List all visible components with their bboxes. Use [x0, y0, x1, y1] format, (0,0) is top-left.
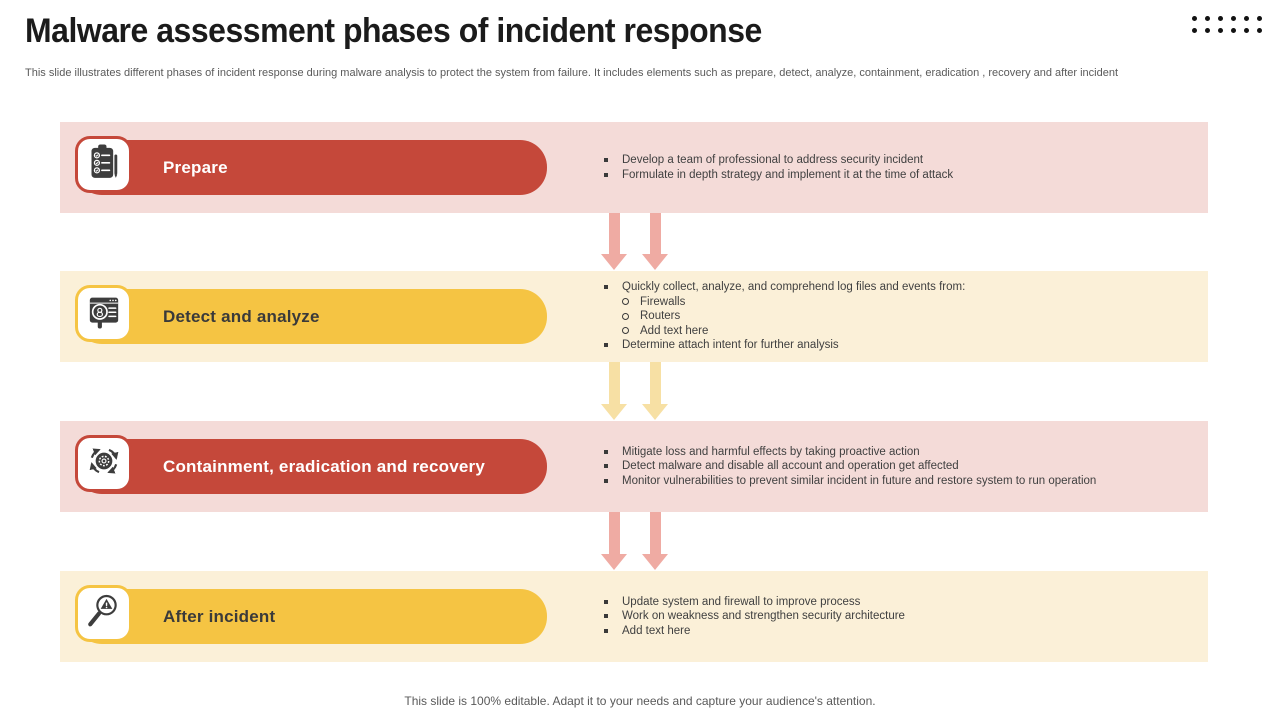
gear-cycle-icon [84, 441, 124, 486]
list-item: Mitigate loss and harmful effects by tak… [604, 445, 1204, 460]
phase-label: Prepare [163, 157, 228, 177]
square-bullet-icon [604, 285, 608, 290]
circle-bullet-icon [622, 312, 629, 320]
phase-pill-detect-analyze: Detect and analyze [75, 289, 547, 344]
square-bullet-icon [604, 343, 608, 348]
list-item: Monitor vulnerabilities to prevent simil… [604, 474, 1204, 489]
phase-row-prepare: Prepare Develop a team of professional t… [60, 122, 1208, 213]
browser-search-icon [84, 291, 124, 336]
sub-list-item: Firewalls [622, 295, 1204, 310]
down-arrow-icon [601, 213, 627, 270]
down-arrow-icon [601, 362, 627, 420]
square-bullet-icon [604, 614, 608, 619]
phase-icon-tile [75, 585, 132, 642]
phase-bullets: Update system and firewall to improve pr… [604, 571, 1204, 662]
page-title: Malware assessment phases of incident re… [25, 12, 762, 50]
square-bullet-icon [604, 172, 608, 177]
list-item: Formulate in depth strategy and implemen… [604, 168, 1204, 183]
slide-subtitle: This slide illustrates different phases … [25, 67, 1119, 79]
phase-bullets: Quickly collect, analyze, and comprehend… [604, 271, 1204, 362]
list-item: Update system and firewall to improve pr… [604, 595, 1204, 610]
phase-label: After incident [163, 606, 276, 626]
phase-row-detect-analyze: Detect and analyze Quickly collect, anal… [60, 271, 1208, 362]
clipboard-checklist-icon [84, 142, 124, 187]
down-arrow-icon [642, 362, 668, 420]
list-item: Add text here [604, 624, 1204, 639]
list-item: Develop a team of professional to addres… [604, 153, 1204, 168]
list-item: Work on weakness and strengthen security… [604, 609, 1204, 624]
square-bullet-icon [604, 478, 608, 483]
phase-label: Containment, eradication and recovery [163, 456, 485, 476]
editable-note: This slide is 100% editable. Adapt it to… [404, 694, 876, 708]
phase-pill-after-incident: After incident [75, 589, 547, 644]
phase-pill-prepare: Prepare [75, 140, 547, 195]
phase-pill-containment: Containment, eradication and recovery [75, 439, 547, 494]
square-bullet-icon [604, 449, 608, 454]
square-bullet-icon [604, 599, 608, 604]
down-arrow-icon [642, 512, 668, 570]
circle-bullet-icon [622, 327, 629, 335]
dots-decoration-icon [1192, 16, 1270, 40]
list-item: Quickly collect, analyze, and comprehend… [604, 280, 1204, 295]
phase-icon-tile [75, 285, 132, 342]
phase-row-after-incident: After incident Update system and firewal… [60, 571, 1208, 662]
circle-bullet-icon [622, 298, 629, 306]
list-item: Detect malware and disable all account a… [604, 459, 1204, 474]
sub-list-item: Add text here [622, 324, 1204, 339]
phase-icon-tile [75, 435, 132, 492]
down-arrow-icon [642, 213, 668, 270]
list-item: Determine attach intent for further anal… [604, 338, 1204, 353]
phase-bullets: Mitigate loss and harmful effects by tak… [604, 421, 1204, 512]
phase-icon-tile [75, 136, 132, 193]
sub-list-item: Routers [622, 309, 1204, 324]
square-bullet-icon [604, 464, 608, 469]
square-bullet-icon [604, 158, 608, 162]
phase-row-containment: Containment, eradication and recovery Mi… [60, 421, 1208, 512]
phase-label: Detect and analyze [163, 306, 320, 326]
square-bullet-icon [604, 628, 608, 633]
phase-bullets: Develop a team of professional to addres… [604, 122, 1204, 213]
magnifier-warning-icon [84, 591, 124, 636]
down-arrow-icon [601, 512, 627, 570]
